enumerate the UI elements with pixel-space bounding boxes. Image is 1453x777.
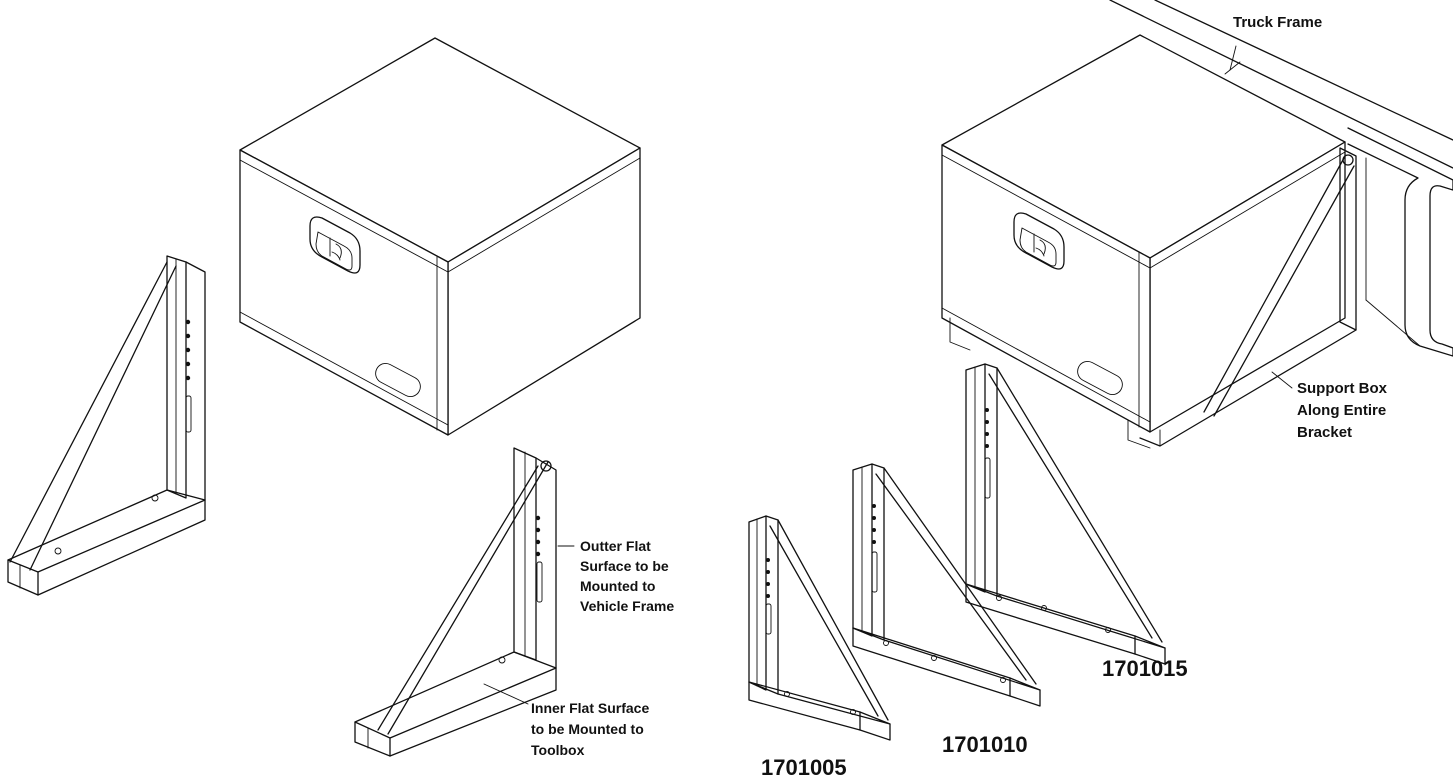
- lock-handle-icon: [309, 216, 361, 274]
- outer-surface-label: Outter Flat Surface to be Mounted to Veh…: [580, 538, 674, 614]
- toolbox-vent-icon: [375, 362, 421, 398]
- part-number-1701015: 1701015: [1102, 656, 1188, 681]
- inner-surface-label: Inner Flat Surface to be Mounted to Tool…: [531, 700, 653, 758]
- toolbox-right: [941, 34, 1357, 449]
- truck-frame-label: Truck Frame: [1233, 14, 1322, 31]
- truck-frame: [1109, 0, 1453, 357]
- bracket-1701005: [748, 515, 891, 741]
- toolbox-left-front: [239, 149, 449, 436]
- bracket-1701010: [852, 463, 1041, 707]
- toolbox-left: [239, 37, 641, 436]
- support-box-label: Support Box Along Entire Bracket: [1297, 380, 1391, 441]
- part-number-1701005: 1701005: [761, 755, 847, 777]
- toolbox-vent-icon: [1077, 360, 1123, 396]
- part-number-1701010: 1701010: [942, 732, 1028, 757]
- support-box-leader: [1271, 371, 1293, 389]
- inner-surface-leader: [483, 683, 529, 705]
- truck-frame-leader: [1229, 45, 1237, 71]
- lock-handle-icon: [1013, 212, 1065, 270]
- bracket-1701015: [965, 363, 1166, 665]
- toolbox-right-front: [941, 144, 1151, 433]
- bracket-left: [7, 255, 206, 596]
- bracket-center: [354, 447, 557, 757]
